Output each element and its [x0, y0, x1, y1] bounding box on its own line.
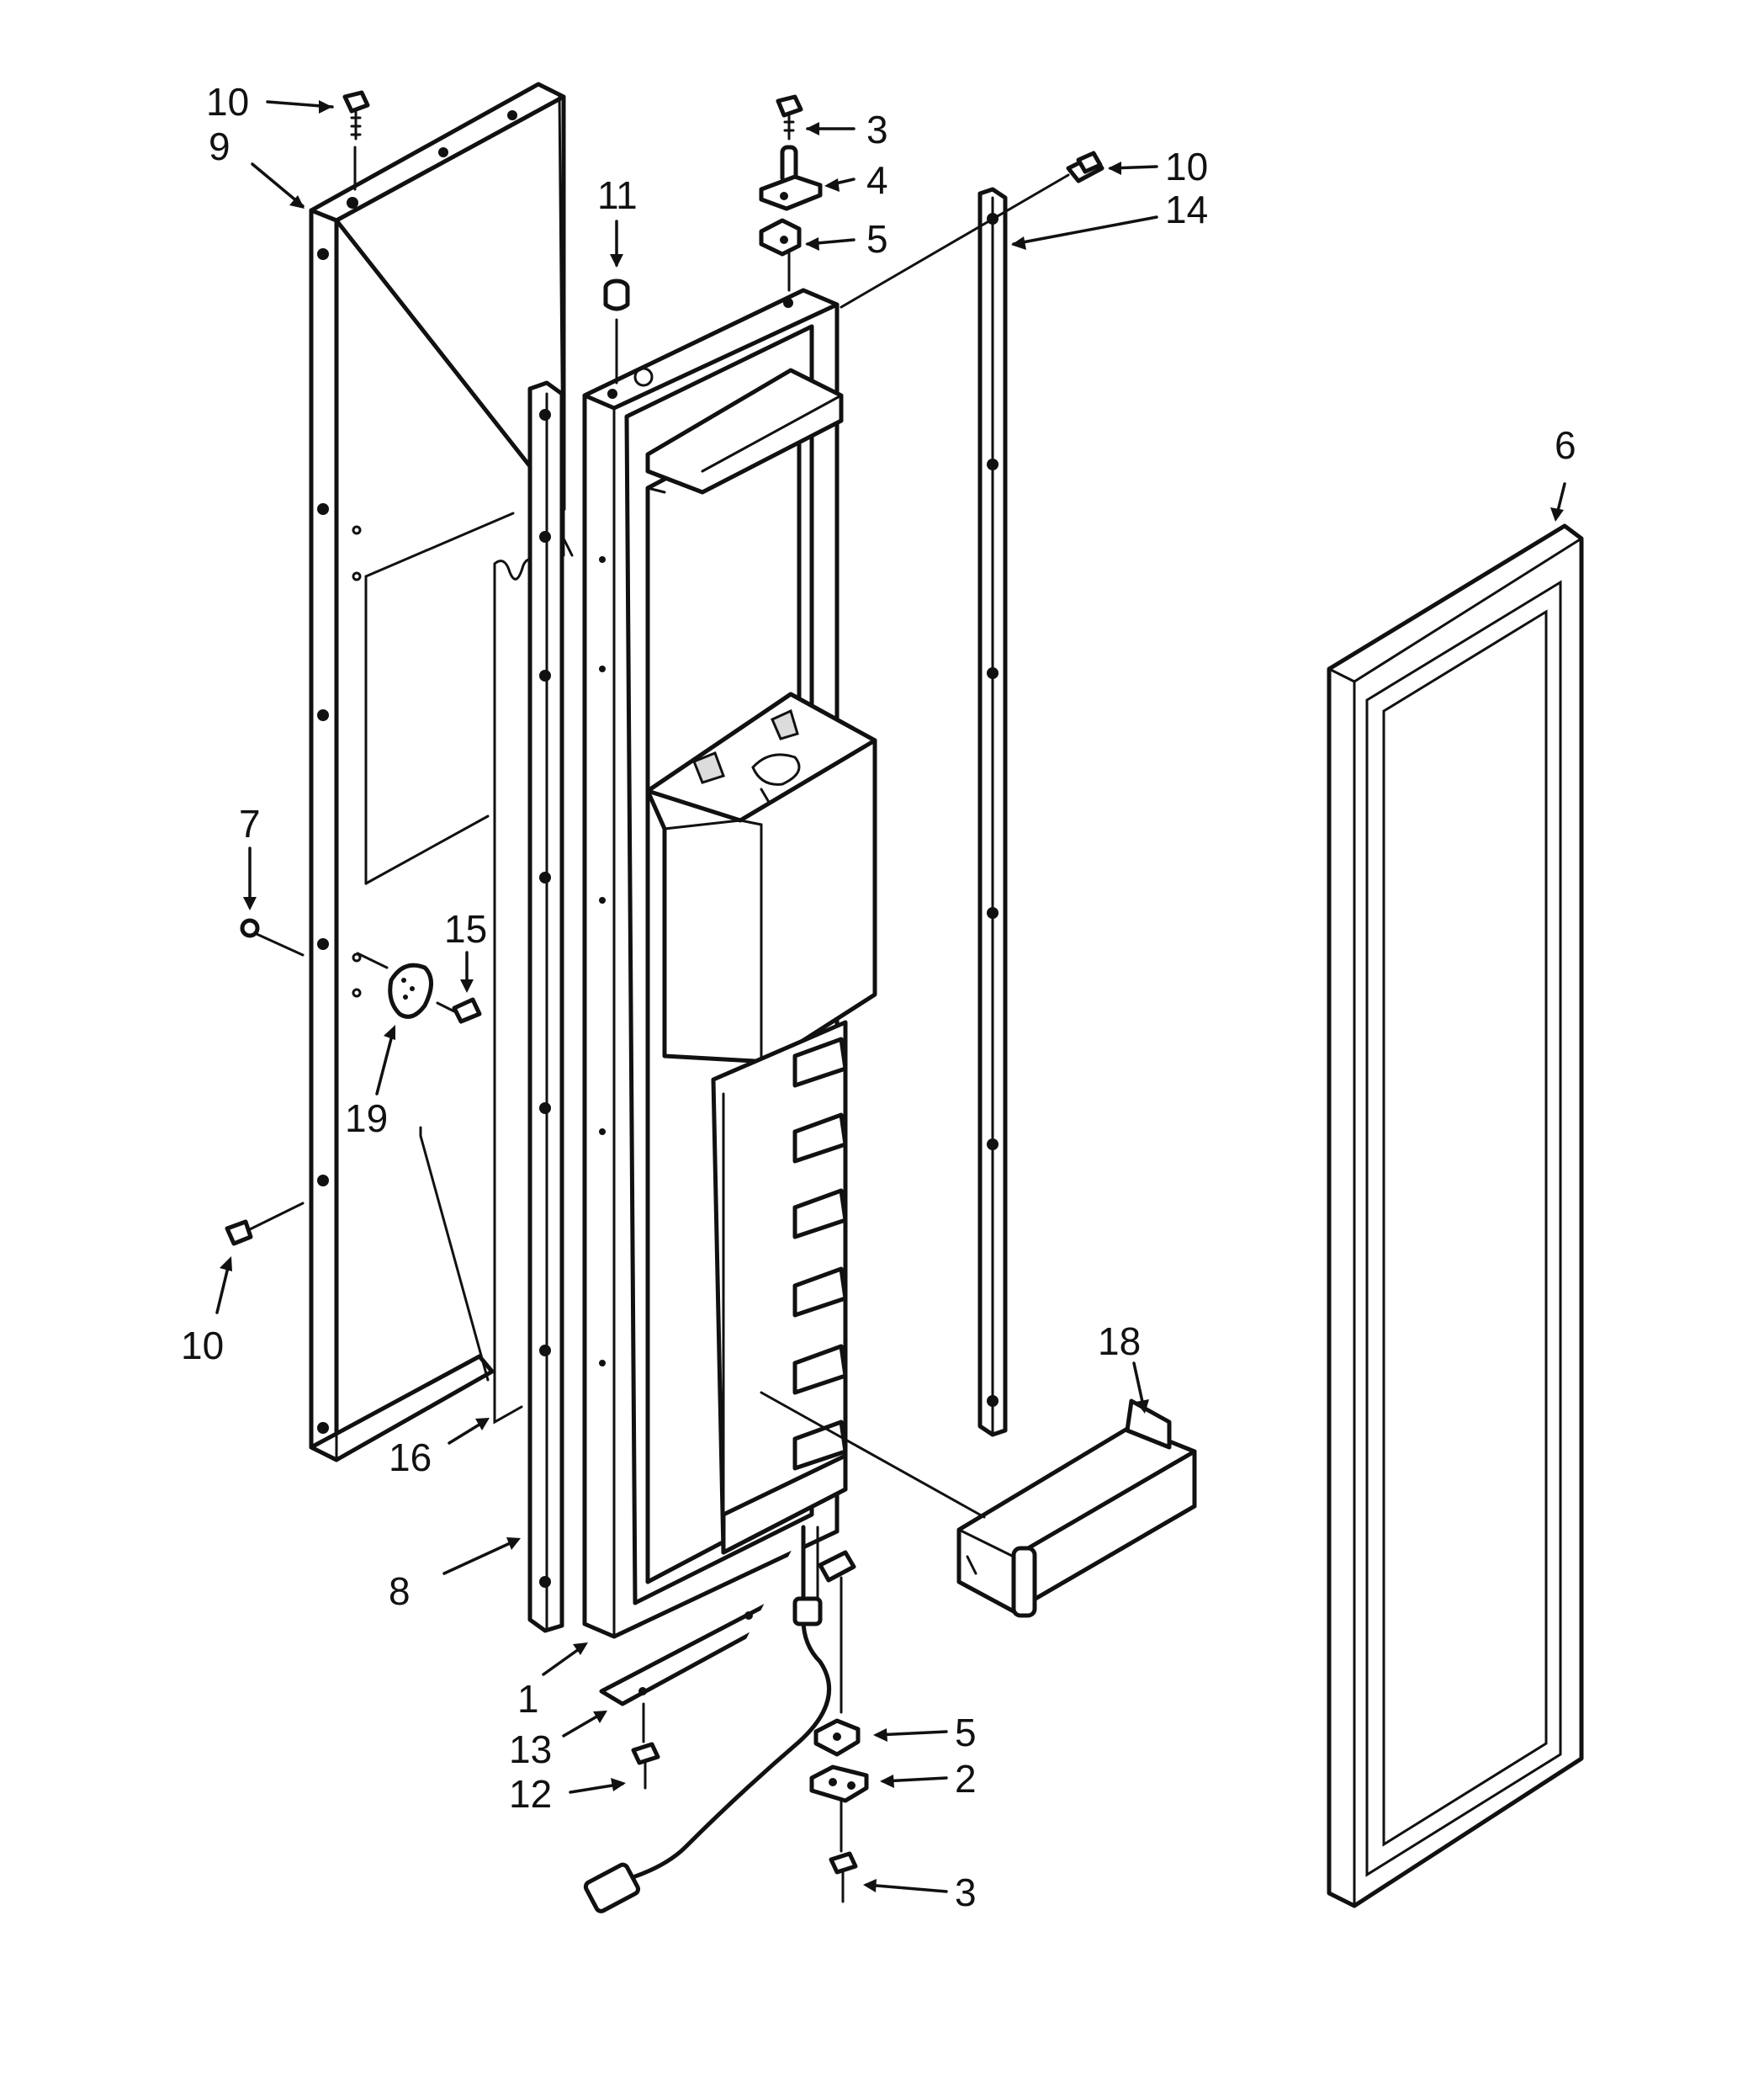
screw-10-lower [225, 1202, 305, 1246]
hardware [225, 90, 1104, 1903]
part-14-trim-strip [977, 187, 1008, 1437]
part-8-trim-strip [527, 380, 564, 1633]
callout-4: 4 [866, 158, 888, 202]
callout-3: 3 [955, 1870, 977, 1914]
shelf-clips [792, 1037, 848, 1471]
callout-12: 12 [509, 1772, 552, 1816]
screw-10-right [840, 151, 1104, 309]
part-6-door-gasket [1327, 523, 1584, 1908]
screw-15 [436, 997, 482, 1024]
callout-10: 10 [206, 80, 249, 124]
part-19-plate [356, 952, 433, 1019]
callout-19: 19 [345, 1096, 388, 1140]
callout-8: 8 [389, 1569, 411, 1613]
callout-9: 9 [209, 125, 230, 168]
leader-lines [215, 100, 1566, 1893]
callout-10: 10 [181, 1324, 224, 1367]
hinge-top-assembly [759, 94, 823, 292]
part-1-door-liner [582, 288, 877, 1639]
callout-16: 16 [389, 1435, 432, 1479]
callout-18: 18 [1098, 1319, 1141, 1363]
screw-7 [240, 918, 305, 957]
callout-14: 14 [1165, 188, 1208, 231]
callout-3: 3 [866, 108, 888, 151]
callout-5: 5 [955, 1711, 977, 1754]
hinge-bottom-assembly [809, 1576, 869, 1903]
screw-12 [631, 1702, 660, 1790]
part-18-door-bin [956, 1398, 1197, 1618]
wire-harness [583, 1525, 856, 1913]
callout-13: 13 [509, 1727, 552, 1771]
callout-11: 11 [597, 173, 638, 217]
callout-10: 10 [1165, 145, 1208, 188]
callout-labels: 10 9 3 4 5 10 14 11 6 7 15 19 10 18 16 8… [181, 80, 1576, 1914]
part-11-bushing [603, 279, 630, 385]
callout-15: 15 [444, 907, 487, 951]
callout-7: 7 [239, 802, 261, 846]
screw-10-top [342, 90, 370, 191]
callout-6: 6 [1555, 423, 1576, 467]
part-9-door-panel [309, 82, 566, 1462]
callout-2: 2 [955, 1757, 977, 1801]
callout-5: 5 [866, 217, 888, 261]
callout-1: 1 [517, 1677, 539, 1721]
